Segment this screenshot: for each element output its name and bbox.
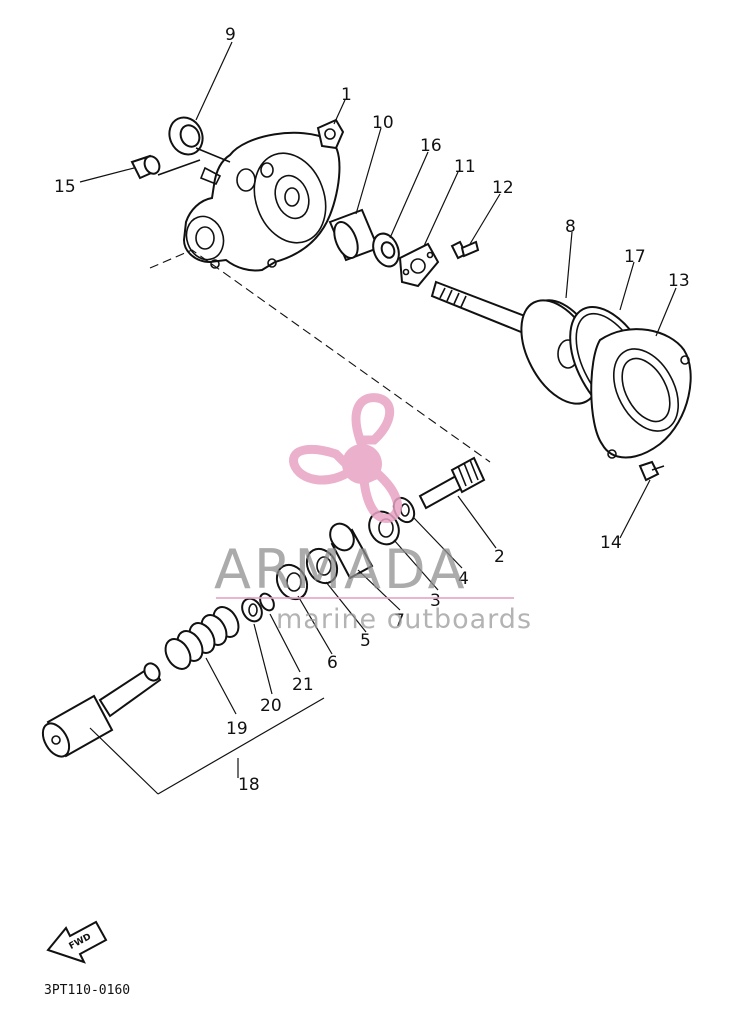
gear-shaft-2 bbox=[418, 456, 486, 510]
bolt-12 bbox=[450, 240, 480, 260]
watermark-tagline: marine outboards bbox=[276, 604, 532, 635]
callout-13: 13 bbox=[668, 271, 690, 291]
armada-watermark: ARMADA marine outboards bbox=[214, 393, 532, 635]
callout-6: 6 bbox=[327, 653, 338, 673]
washer-20 bbox=[241, 597, 263, 623]
plate-11 bbox=[398, 242, 440, 288]
callout-19: 19 bbox=[226, 719, 248, 739]
callout-2: 2 bbox=[494, 547, 505, 567]
callout-4: 4 bbox=[458, 569, 469, 589]
drawing-code: 3PT110-0160 bbox=[44, 983, 130, 998]
shaft-18 bbox=[41, 662, 162, 758]
callout-3: 3 bbox=[430, 591, 441, 611]
callout-15: 15 bbox=[54, 177, 76, 197]
axis-line bbox=[149, 249, 491, 463]
callouts: 9 1 10 16 11 12 8 17 13 15 14 2 4 3 7 5 … bbox=[54, 25, 690, 795]
callout-12: 12 bbox=[492, 178, 514, 198]
callout-21: 21 bbox=[292, 675, 314, 695]
fwd-arrow-icon: FWD bbox=[46, 920, 108, 964]
screw-14 bbox=[638, 460, 665, 482]
callout-1: 1 bbox=[341, 85, 352, 105]
callout-14: 14 bbox=[600, 533, 622, 553]
callout-10: 10 bbox=[372, 113, 394, 133]
callout-9: 9 bbox=[225, 25, 236, 45]
callout-18: 18 bbox=[238, 775, 260, 795]
callout-20: 20 bbox=[260, 696, 282, 716]
cover-13 bbox=[590, 328, 692, 459]
assembly-guide bbox=[157, 147, 231, 176]
callout-16: 16 bbox=[420, 136, 442, 156]
bush-15 bbox=[130, 154, 161, 180]
gear-housing bbox=[182, 118, 345, 272]
sleeve-10 bbox=[328, 208, 380, 262]
spring-19 bbox=[164, 606, 240, 670]
bearing-5 bbox=[305, 547, 339, 585]
callout-17: 17 bbox=[624, 247, 646, 267]
callout-7: 7 bbox=[394, 611, 405, 631]
callout-8: 8 bbox=[565, 217, 576, 237]
watermark-brand: ARMADA bbox=[214, 538, 468, 601]
callout-11: 11 bbox=[454, 157, 476, 177]
leader-lines bbox=[79, 41, 677, 795]
bearing-9 bbox=[168, 116, 204, 156]
oil-seal-16 bbox=[372, 232, 400, 268]
propeller-logo bbox=[289, 393, 403, 523]
sleeve-7 bbox=[329, 522, 374, 580]
callout-5: 5 bbox=[360, 631, 371, 651]
